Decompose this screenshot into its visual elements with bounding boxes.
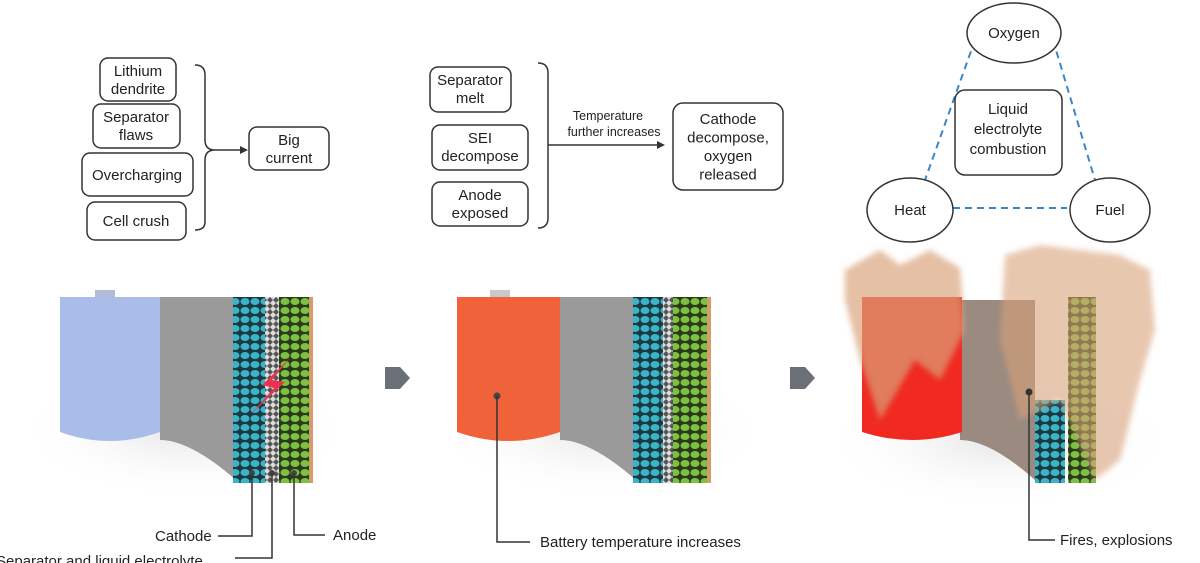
result-text: decompose, [687,130,769,147]
arrow-head [240,146,248,154]
result-text: current [266,150,314,167]
event-text: melt [456,90,485,107]
event-text: decompose [441,148,519,165]
anode-layer [279,297,309,483]
cause-overcharging-box [81,152,194,197]
cathode-layer [233,297,265,483]
anode-label: Anode [333,527,376,544]
center-text: Liquid [988,101,1028,118]
oxygen-node [966,2,1062,64]
center-text: electrolyte [974,121,1042,138]
event-text: exposed [452,205,509,222]
result-text: Big [278,132,300,149]
fuel-node [1069,177,1151,243]
oxygen-label: Oxygen [988,25,1040,42]
event-text: SEI [468,130,492,147]
temperature-label: Battery temperature increases [540,534,741,551]
heat-node [866,177,954,243]
cause-text: Cell crush [103,213,170,230]
step-arrow-icon [385,367,410,389]
sei-decompose-box [431,124,529,171]
flames [845,245,1155,480]
cause-separator-flaws-box [92,103,181,149]
cause-text: Separator [103,109,169,126]
combustion-box [954,89,1063,176]
arrow-label: further increases [567,125,660,139]
heat-label: Heat [894,202,927,219]
cause-text: Lithium [114,63,162,80]
panel1-leaders [218,470,325,559]
separator-layer [265,297,279,483]
arrow-head [657,141,665,149]
result-text: Cathode [700,111,757,128]
cause-text: Overcharging [92,167,182,184]
battery-illustration-fire [820,245,1180,541]
bracket [194,64,216,231]
anode-exposed-box [431,181,529,227]
bracket [537,62,549,229]
lightning-icon [250,358,290,415]
separator-melt-box [429,66,512,113]
result-text: released [699,167,757,184]
event-text: Separator [437,72,503,89]
cathode-label: Cathode [155,528,212,545]
fuel-label: Fuel [1095,202,1124,219]
cause-cell-crush-box [86,201,187,241]
cause-lithium-dendrite-box [99,57,177,102]
step-arrow-icon [790,367,815,389]
arrow-label: Temperature [573,109,643,123]
center-text: combustion [970,141,1047,158]
big-current-box [248,126,330,171]
cause-text: flaws [119,127,153,144]
battery-illustration-heated [430,290,770,543]
cause-text: dendrite [111,81,165,98]
separator-label: Separator and liquid electrolyte [0,553,203,563]
cathode-decompose-box [672,102,784,191]
event-text: Anode [458,187,501,204]
result-text: oxygen [704,148,752,165]
battery-illustration-normal [15,290,355,500]
fires-label: Fires, explosions [1060,532,1173,549]
fire-triangle-lines [924,39,1096,209]
